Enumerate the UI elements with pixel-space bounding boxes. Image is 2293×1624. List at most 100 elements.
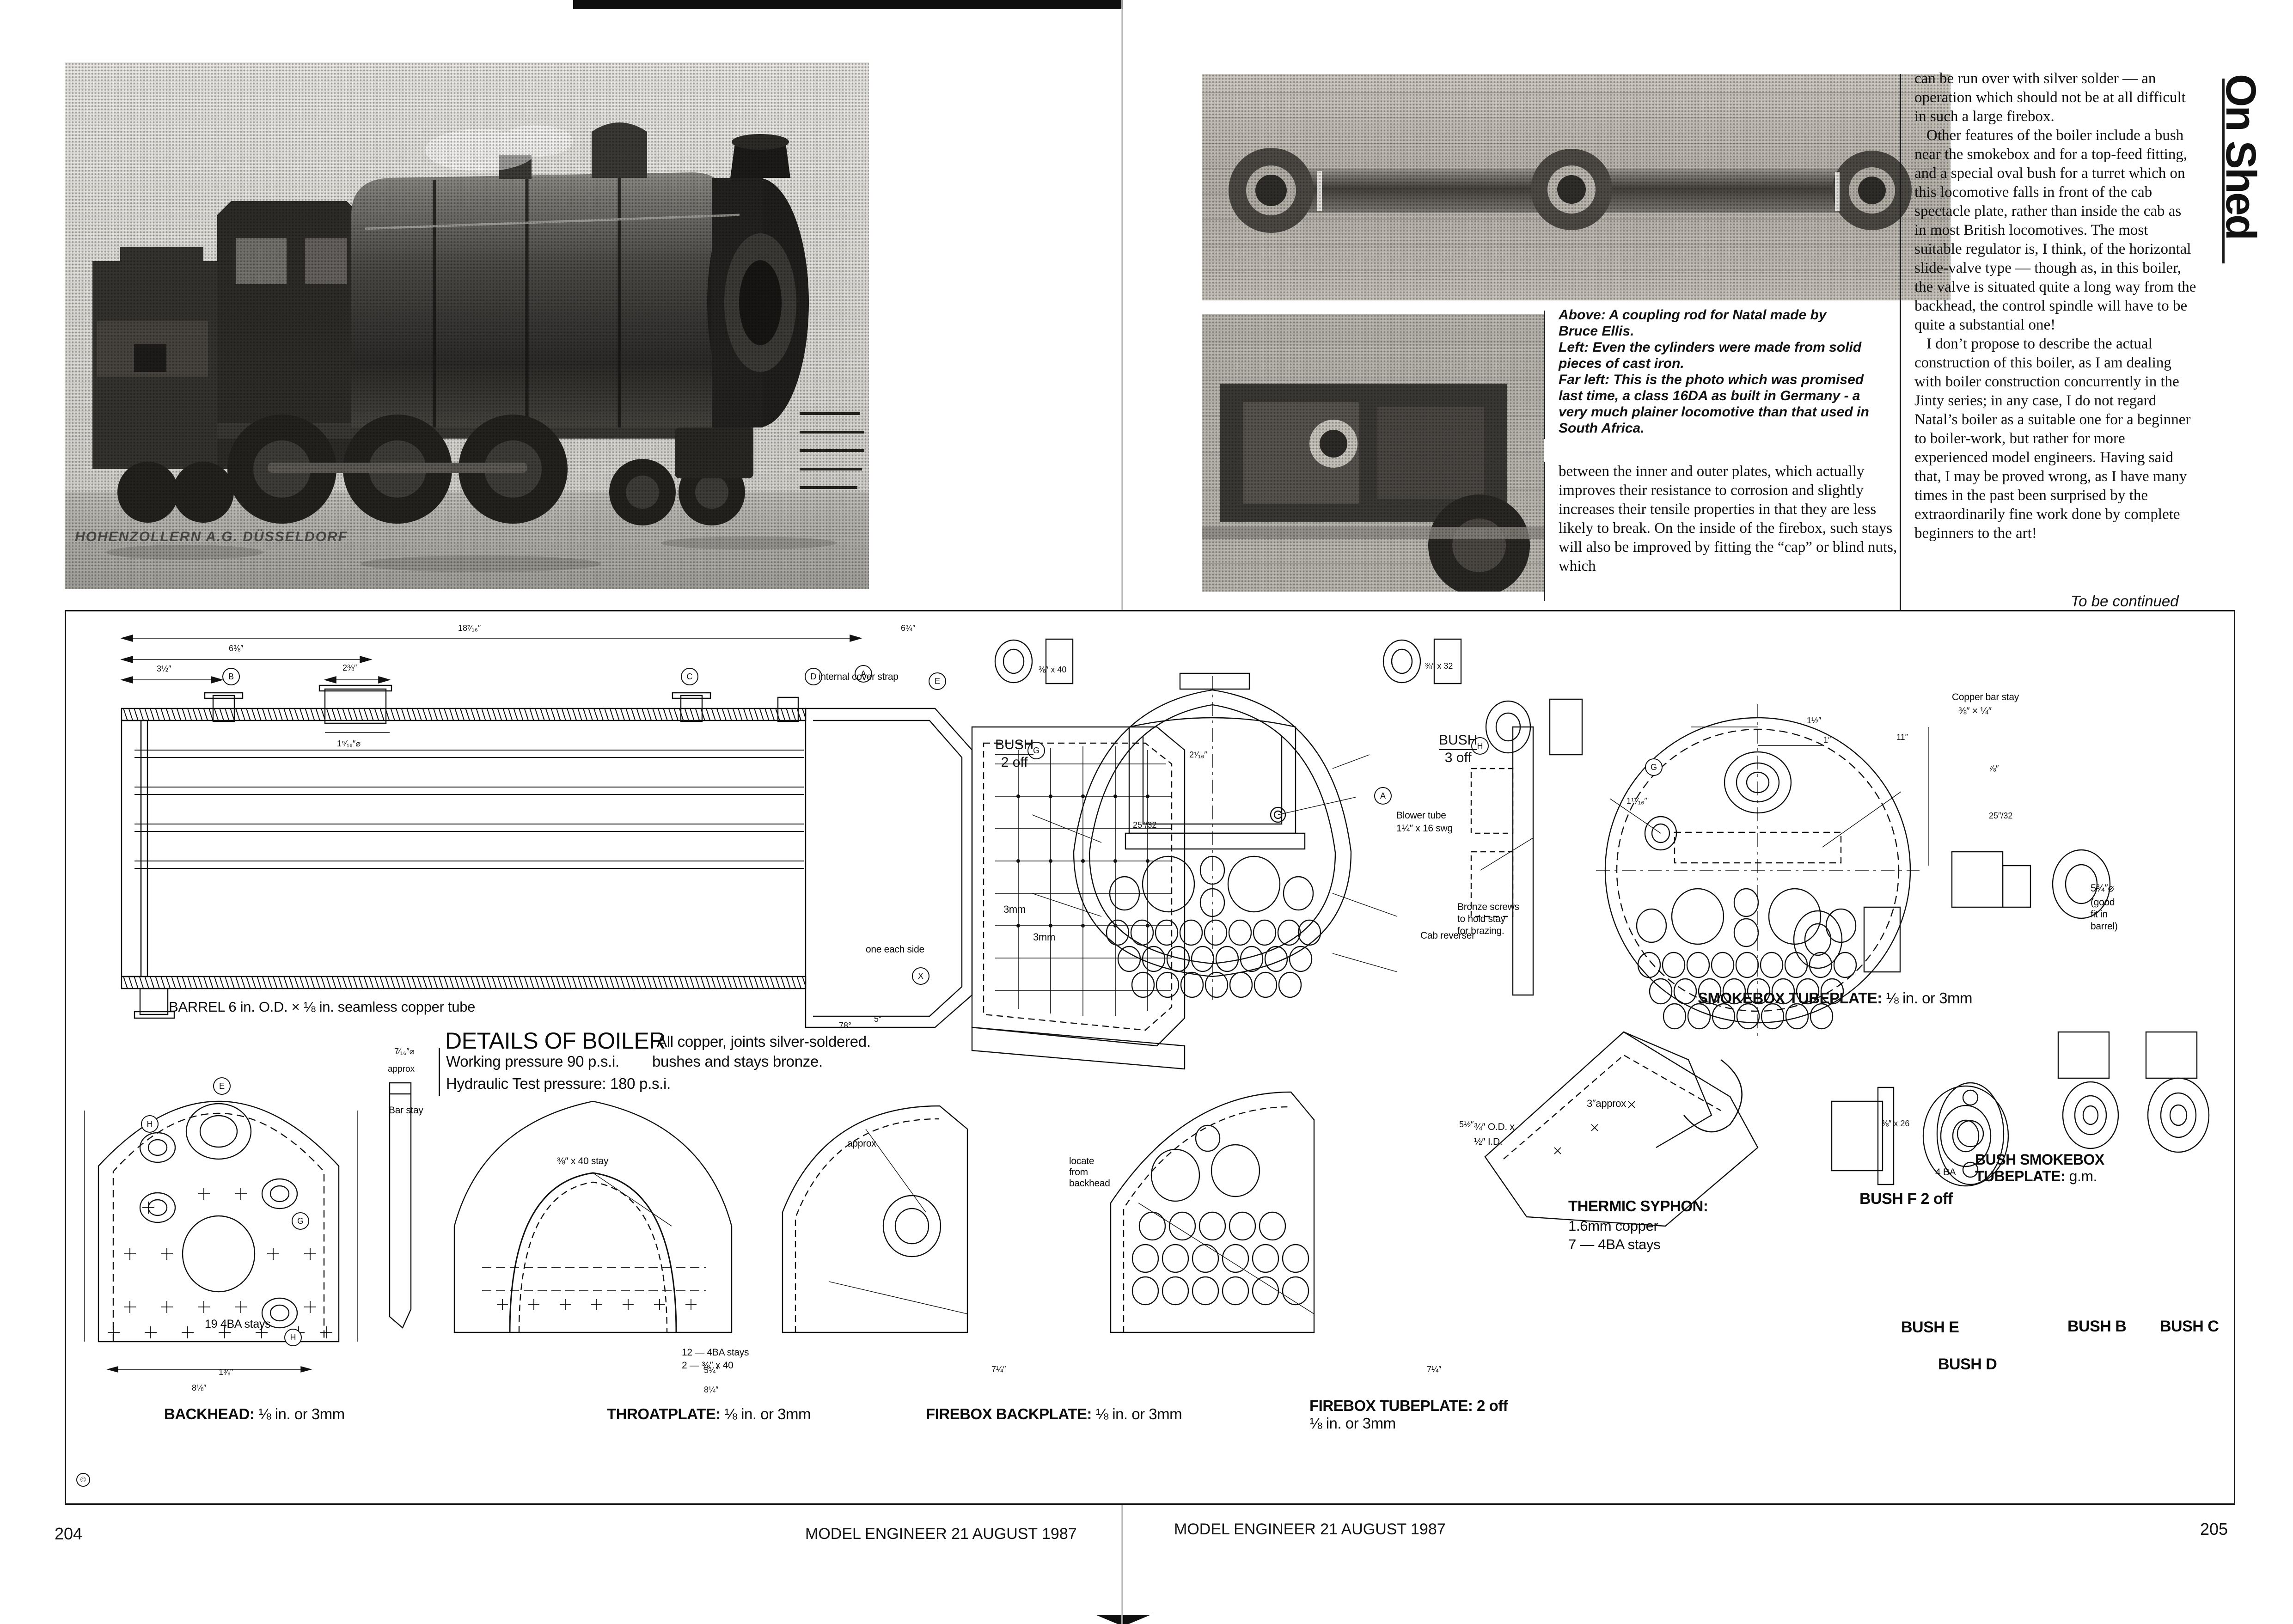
dim-25-32-smokebox: 25″/32 bbox=[1989, 811, 2013, 820]
coupling-rod-art bbox=[1202, 74, 1951, 300]
caption-text: made by bbox=[1766, 307, 1827, 323]
cylinders-art bbox=[1202, 314, 1544, 592]
label-bush-e: BUSH E bbox=[1901, 1319, 1959, 1336]
caption-line: last time, a class 16DA as built in Germ… bbox=[1559, 388, 1860, 403]
label-firebox-backplate: FIREBOX BACKPLATE: ⅛ in. or 3mm bbox=[926, 1405, 1182, 1423]
balloon-H-backhead: H bbox=[141, 1115, 159, 1133]
page-number-right: 205 bbox=[2200, 1520, 2228, 1539]
label-firebox-backplate-spec: ⅛ in. or 3mm bbox=[1095, 1405, 1182, 1423]
boiler-drawing-art bbox=[66, 611, 2234, 1503]
caption-line: Bruce Ellis. bbox=[1559, 324, 1634, 339]
dim-8-1-8: 8⅛″ bbox=[192, 1383, 207, 1392]
title-block-rule bbox=[439, 1048, 440, 1096]
paragraph: Other features of the boiler include a b… bbox=[1914, 127, 2196, 333]
note-bronze-screws-3: for brazing. bbox=[1457, 926, 1504, 936]
label-smokebox-tubeplate: SMOKEBOX TUBEPLATE: ⅛ in. or 3mm bbox=[1698, 989, 1972, 1007]
label-bush-d: BUSH D bbox=[1938, 1355, 1997, 1373]
caption-line: South Africa. bbox=[1559, 421, 1645, 436]
note-smokebox-diameter: 5¾″⌀ bbox=[2091, 882, 2114, 894]
note-19-4ba-stays: 19 4BA stays bbox=[205, 1318, 271, 1331]
register-tab-top bbox=[573, 0, 1123, 9]
note-2-38-x-40: 2 — ⅜″ x 40 bbox=[682, 1360, 734, 1371]
note-one-each-side: one each side bbox=[866, 944, 924, 955]
balloon-D: D bbox=[805, 668, 822, 685]
label-throatplate: THROATPLATE: ⅛ in. or 3mm bbox=[607, 1405, 811, 1423]
bush-callout-g-qty: 2 off bbox=[1001, 755, 1028, 770]
drawing-title: DETAILS OF BOILER bbox=[445, 1028, 666, 1054]
dim-38x32: ⅜″ x 32 bbox=[1425, 661, 1453, 671]
magazine-line-right: MODEL ENGINEER 21 AUGUST 1987 bbox=[1174, 1520, 1446, 1538]
caption-line: pieces of cast iron. bbox=[1559, 356, 1684, 371]
note-bronze-screws-2: to hold stay bbox=[1457, 914, 1505, 924]
balloon-H-firebox: H bbox=[1471, 737, 1489, 755]
barrel-note: BARREL 6 in. O.D. × ⅛ in. seamless coppe… bbox=[169, 999, 476, 1015]
caption-rule bbox=[1544, 311, 1545, 439]
label-smokebox-tubeplate-spec: ⅛ in. or 3mm bbox=[1886, 989, 1972, 1007]
label-throatplate-spec: ⅛ in. or 3mm bbox=[724, 1405, 811, 1423]
balloon-A: A bbox=[855, 665, 872, 683]
balloon-E-backhead: E bbox=[213, 1077, 231, 1095]
dim-1-9-16: 1⁹⁄₁₆″⌀ bbox=[337, 739, 361, 748]
caption-lead-above: Above: bbox=[1559, 307, 1606, 323]
paragraph: I don’t propose to describe the actual c… bbox=[1914, 336, 2191, 542]
halftone-overlay bbox=[1202, 74, 1951, 300]
bush-callout-g-label: BUSH bbox=[995, 737, 1034, 752]
photo-grain bbox=[65, 62, 869, 589]
note-38-x-40-stay: ⅜″ x 40 stay bbox=[557, 1156, 609, 1166]
bush-callout-h-qty: 3 off bbox=[1444, 750, 1472, 765]
halftone-overlay bbox=[1202, 314, 1544, 592]
balloon-E-barrel: E bbox=[929, 672, 946, 690]
caption-text: Even the cylinders were made from solid bbox=[1588, 340, 1862, 355]
magazine-line-left: MODEL ENGINEER 21 AUGUST 1987 bbox=[805, 1525, 1077, 1543]
body-column-middle: between the inner and outer plates, whic… bbox=[1559, 462, 1901, 576]
balloon-C: C bbox=[681, 668, 698, 685]
dim-2-3-8: 2⅜″ bbox=[342, 663, 357, 672]
dim-11in: 5″ bbox=[874, 1014, 882, 1024]
photo-grain bbox=[1202, 74, 1951, 300]
dim-1-11-16-smokebox: 1¹¹⁄₁₆″ bbox=[1627, 796, 1647, 806]
coupling-rod-photo bbox=[1202, 74, 1951, 300]
dim-2-1-16-firebox: 2¹⁄₁₆″ bbox=[1189, 750, 1207, 759]
note-copper-bar-stay-size: ⅜″ × ¼″ bbox=[1958, 706, 1992, 716]
page-number-left: 204 bbox=[55, 1524, 83, 1543]
body-column-right: can be run over with silver solder — an … bbox=[1914, 69, 2196, 543]
dim-1-smokebox: 1″ bbox=[1823, 735, 1831, 745]
boiler-drawing-panel: B C A D E E H G H A G H G X BARREL 6 in.… bbox=[65, 610, 2235, 1505]
dim-7-1-4-tubeplate: 7¼″ bbox=[1427, 1365, 1442, 1374]
masthead-rule bbox=[2222, 79, 2225, 263]
note-copper-bar-stay: Copper bar stay bbox=[1952, 692, 2019, 702]
label-backhead: BACKHEAD: ⅛ in. or 3mm bbox=[164, 1405, 345, 1423]
dim-6-3-4: 6¾″ bbox=[901, 623, 916, 633]
dim-38x40: ⅜″ x 40 bbox=[1039, 665, 1067, 674]
thermic-syphon-line1: 1.6mm copper bbox=[1568, 1218, 1658, 1234]
note-12-4ba-stays: 12 — 4BA stays bbox=[682, 1347, 749, 1358]
barrel-plate-hatch-top bbox=[122, 708, 806, 720]
test-pressure: Hydraulic Test pressure: 180 p.s.i. bbox=[446, 1075, 671, 1092]
paragraph: between the inner and outer plates, whic… bbox=[1559, 463, 1897, 574]
barrel-plate-hatch-bottom bbox=[122, 977, 806, 989]
dim-7-1-4-backplate: 7¼″ bbox=[991, 1365, 1006, 1374]
dim-25-32: 25″/32 bbox=[1133, 820, 1157, 830]
thermic-syphon-line2: 7 — 4BA stays bbox=[1568, 1236, 1661, 1252]
register-tab-bottom bbox=[1095, 1615, 1151, 1624]
dim-5in: 78° bbox=[839, 1021, 852, 1030]
note-cab-reverser: Cab reverser bbox=[1420, 930, 1475, 941]
caption-text: This is the photo which was promised bbox=[1609, 372, 1864, 387]
balloon-G-firebox: G bbox=[1027, 742, 1045, 759]
note-approx-throatplate: approx bbox=[847, 1138, 876, 1149]
bush-callout-h-label: BUSH bbox=[1439, 733, 1478, 748]
note-od-34: ¾″ O.D. x bbox=[1474, 1122, 1515, 1132]
dim-78-deg: 7⁄₁₆″⌀ bbox=[394, 1047, 415, 1056]
note-blower-tube-size: 1¼″ x 16 swg bbox=[1396, 823, 1453, 834]
dim-18-7-16: 18⁷⁄₁₆″ bbox=[458, 623, 481, 633]
cylinders-photo bbox=[1202, 314, 1544, 592]
masthead-title: On Shed bbox=[2217, 74, 2264, 239]
right-column-rule bbox=[1900, 74, 1901, 612]
balloon-H-backhead-2: H bbox=[284, 1329, 302, 1346]
note-3mm-b: 3mm bbox=[1033, 931, 1055, 943]
label-bush-smokebox-spec: g.m. bbox=[2069, 1168, 2097, 1184]
middle-column-rule bbox=[1544, 462, 1545, 601]
halftone-overlay bbox=[65, 62, 869, 589]
dim-3-1-2: 3½″ bbox=[157, 664, 171, 673]
dim-6-3-8: 6⅜″ bbox=[229, 644, 244, 653]
